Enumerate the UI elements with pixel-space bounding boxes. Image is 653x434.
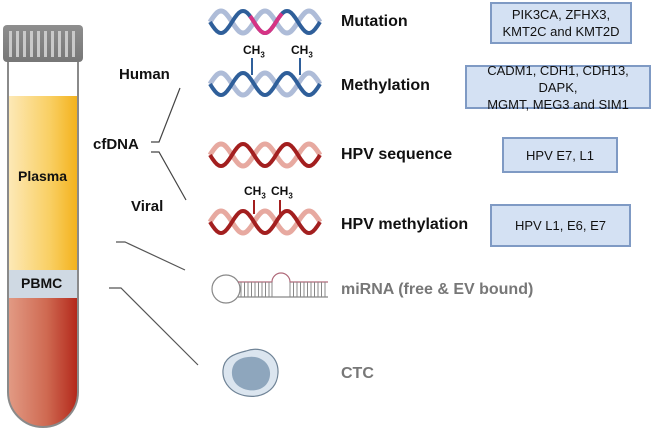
methyl-sub: 3: [261, 191, 266, 201]
helix-strand: [208, 141, 322, 169]
viral-label: Viral: [131, 198, 164, 215]
cfdna-bracket: [151, 87, 187, 201]
helix-strand: [207, 208, 323, 236]
methyl-ch: CH: [291, 43, 309, 57]
target-line: CADM1, CDH1, CDH13, DAPK,: [487, 62, 629, 95]
human-label: Human: [119, 66, 170, 83]
category-ctc: CTC: [341, 365, 374, 382]
methylated-viral-dna-icon: [207, 208, 323, 236]
category-hpv-methylation: HPV methylation: [341, 216, 469, 233]
methyl-sub: 3: [260, 50, 265, 60]
helix-strand: [207, 8, 323, 36]
targets-box-hpv-sequence: HPV E7, L1: [502, 137, 618, 173]
plasma-label: Plasma: [18, 168, 68, 184]
cfdna-label: cfDNA: [93, 136, 139, 153]
methyl-sub: 3: [288, 191, 293, 201]
methyl-sub: 3: [308, 50, 313, 60]
targets-box-methylation: CADM1, CDH1, CDH13, DAPK,MGMT, MEG3 and …: [465, 62, 651, 112]
connector-lines: [109, 241, 199, 366]
cell-icon: [222, 348, 279, 397]
category-mirna: miRNA (free & EV bound): [341, 281, 534, 298]
pbmc-label: PBMC: [21, 275, 63, 291]
methyl-ch: CH: [243, 43, 261, 57]
target-line: MGMT, MEG3 and SIM1: [487, 96, 629, 112]
methyl-label: CH3: [271, 184, 293, 200]
blood-tube: [3, 25, 83, 428]
mirna-hairpin-icon: [211, 272, 328, 304]
category-methylation: Methylation: [341, 77, 430, 94]
methyl-label: CH3: [243, 43, 265, 59]
dna-helix-icon: [207, 8, 323, 36]
mutation-highlight: [248, 12, 284, 36]
methyl-ch: CH: [244, 184, 262, 198]
category-mutation: Mutation: [341, 13, 408, 30]
helix-strand: [207, 141, 323, 169]
helix-strand: [208, 208, 322, 236]
targets-box-hpv-methylation: HPV L1, E6, E7: [490, 204, 631, 247]
viral-dna-icon: [207, 141, 323, 169]
targets-box-mutation: PIK3CA, ZFHX3, KMT2C and KMT2D: [490, 2, 632, 44]
pbmc-layer: [8, 270, 78, 298]
target-line: PIK3CA, ZFHX3,: [511, 7, 611, 22]
blood-layer: [8, 298, 78, 427]
methyl-label: CH3: [244, 184, 266, 200]
methylated-dna-icon: [207, 70, 323, 98]
target-line: HPV L1, E6, E7: [514, 218, 607, 233]
target-line: HPV E7, L1: [526, 147, 594, 163]
category-hpv-sequence: HPV sequence: [341, 146, 453, 163]
methyl-label: CH3: [291, 43, 313, 59]
tube-cap: [3, 25, 83, 62]
methyl-ch: CH: [271, 184, 289, 198]
helix-strand: [208, 70, 322, 98]
helix-strand: [207, 70, 323, 98]
target-line: KMT2C and KMT2D: [502, 24, 620, 39]
plasma-layer: [8, 96, 78, 270]
